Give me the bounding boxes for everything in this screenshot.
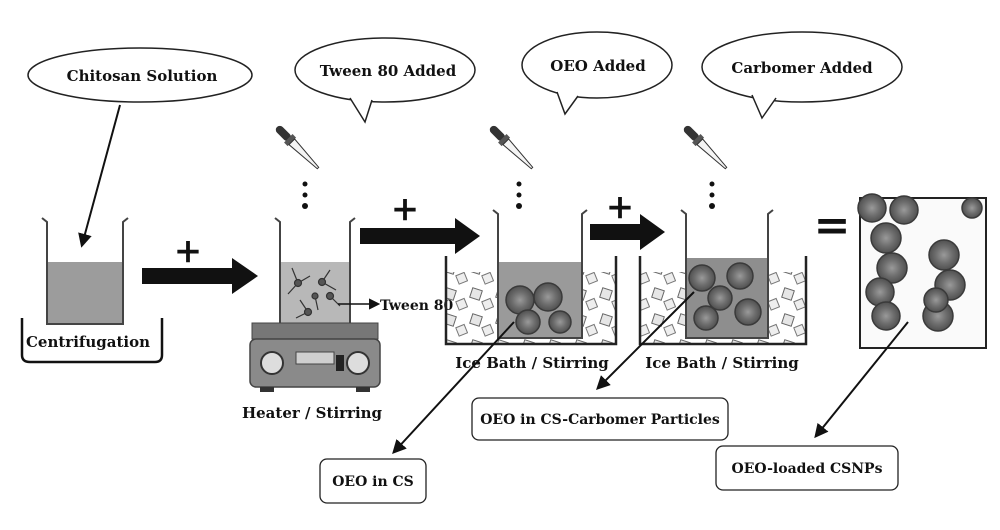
arrow-to-csnps: [814, 321, 909, 439]
ice-bath-2-label: Ice Bath / Stirring: [645, 354, 799, 372]
dropper-icon: [275, 125, 320, 170]
bubble-chitosan-label: Chitosan Solution: [67, 67, 218, 85]
bubble-oeo-added: OEO Added: [521, 31, 673, 116]
knob-icon: [260, 351, 284, 375]
centrifugation-beaker: Centrifugation: [20, 104, 164, 364]
process-arrow-2: [360, 218, 480, 254]
centrifuge-holder: [20, 318, 164, 364]
knob-icon: [346, 351, 370, 375]
svg-text:OEO in CS: OEO in CS: [332, 474, 414, 490]
equals-sign: =: [814, 200, 851, 251]
plus-sign-2: +: [391, 189, 420, 229]
chitosan-liquid: [47, 262, 123, 324]
nanoparticle-micrograph: [857, 193, 987, 349]
tween-beaker: Tween 80: [274, 125, 454, 325]
ice-bath-1-label: Ice Bath / Stirring: [455, 354, 609, 372]
ice-bath-1: Ice Bath / Stirring: [444, 125, 618, 372]
arrow-to-cs-carbomer: [596, 291, 695, 390]
heater-stirrer: Heater / Stirring: [242, 322, 383, 422]
tween80-label: Tween 80: [380, 298, 454, 314]
svg-text:OEO in CS-Carbomer Particles: OEO in CS-Carbomer Particles: [480, 412, 720, 428]
process-arrow-1: [142, 258, 258, 294]
ice-bath-2: Ice Bath / Stirring: [638, 125, 808, 372]
beaker-outline: [41, 217, 129, 325]
output-cs-carbomer-particles: OEO in CS-Carbomer Particles: [471, 397, 729, 441]
bubble-oeo-label: OEO Added: [550, 57, 646, 75]
centrifugation-label: Centrifugation: [26, 333, 150, 351]
arrow-to-oeo-in-cs: [392, 321, 515, 455]
output-oeo-in-cs: OEO in CS: [319, 458, 427, 504]
bubble-carbomer-added: Carbomer Added: [701, 31, 903, 120]
output-oeo-loaded-csnps: OEO-loaded CSNPs: [715, 445, 899, 491]
bubble-chitosan-solution: Chitosan Solution: [27, 47, 253, 103]
plus-sign-3: +: [606, 187, 635, 227]
dropper-icon: [683, 125, 728, 170]
heater-label: Heater / Stirring: [242, 404, 383, 422]
process-arrow-3: [590, 214, 665, 250]
bubble-carbomer-label: Carbomer Added: [731, 59, 873, 77]
bubble-tween-80-added: Tween 80 Added: [294, 37, 476, 124]
bubble-tween-label: Tween 80 Added: [320, 62, 457, 80]
chitosan-arrow: [78, 104, 121, 248]
svg-text:OEO-loaded CSNPs: OEO-loaded CSNPs: [732, 461, 883, 477]
plus-sign-1: +: [174, 231, 203, 271]
dropper-icon: [489, 125, 534, 170]
